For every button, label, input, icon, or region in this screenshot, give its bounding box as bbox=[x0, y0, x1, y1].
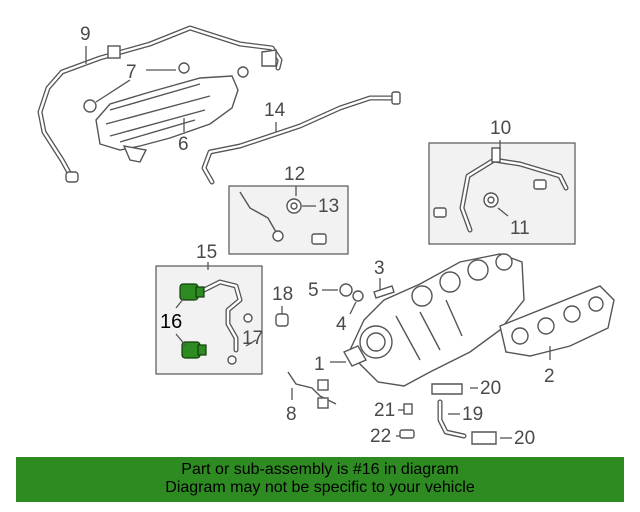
callout-14: 14 bbox=[264, 100, 286, 121]
gasket-part-20-lower bbox=[471, 431, 497, 445]
box-group-12 bbox=[228, 185, 349, 255]
stud-part-3 bbox=[373, 285, 395, 299]
leader-16-upper bbox=[175, 297, 185, 309]
callout-6: 6 bbox=[178, 134, 189, 155]
turbocharger-part-1 bbox=[343, 253, 525, 387]
callout-18: 18 bbox=[272, 284, 293, 305]
callout-13: 13 bbox=[318, 196, 339, 217]
parts-diagram: 9 7 6 14 12 13 10 11 15 16 17 18 5 4 3 1… bbox=[37, 24, 615, 449]
callout-1: 1 bbox=[314, 354, 325, 375]
callout-10: 10 bbox=[490, 118, 511, 139]
heat-shield-part-6 bbox=[83, 62, 239, 163]
pipe-part-19 bbox=[437, 399, 467, 439]
tube-part-14 bbox=[201, 91, 401, 185]
leader-16-lower bbox=[175, 333, 187, 347]
washer-part-4 bbox=[352, 290, 364, 302]
callout-7: 7 bbox=[126, 62, 137, 83]
callout-3: 3 bbox=[374, 258, 385, 279]
callout-4: 4 bbox=[336, 314, 347, 335]
bolt-part-18 bbox=[275, 313, 289, 327]
callout-11: 11 bbox=[510, 218, 530, 239]
gasket-part-20-upper bbox=[431, 383, 463, 395]
vacuum-line-part-9 bbox=[37, 25, 283, 183]
banjo-bolt-lower-part-16 bbox=[181, 341, 207, 359]
banner-line-1: Part or sub-assembly is #16 in diagram bbox=[181, 461, 459, 478]
callout-8: 8 bbox=[286, 404, 297, 425]
pipe-part-10 bbox=[433, 147, 569, 233]
callout-19: 19 bbox=[462, 404, 483, 425]
callout-17: 17 bbox=[242, 328, 263, 349]
banner-line-2: Diagram may not be specific to your vehi… bbox=[165, 479, 475, 496]
callout-22: 22 bbox=[370, 426, 391, 447]
banjo-bolt-upper-part-16 bbox=[179, 283, 205, 301]
pipe-part-8 bbox=[287, 371, 337, 409]
bolt-part-22 bbox=[399, 429, 415, 439]
oil-line-part-15 bbox=[201, 279, 253, 365]
callout-2: 2 bbox=[544, 366, 555, 387]
callout-5: 5 bbox=[308, 280, 319, 301]
callout-20-lower: 20 bbox=[514, 428, 535, 449]
callout-16: 16 bbox=[160, 311, 182, 333]
nut-part-5 bbox=[339, 283, 353, 297]
callout-9: 9 bbox=[80, 24, 91, 45]
bolt-part-21 bbox=[403, 403, 413, 415]
callout-12: 12 bbox=[284, 164, 305, 185]
box-group-10 bbox=[428, 142, 576, 245]
callout-15: 15 bbox=[196, 242, 217, 263]
callout-20-upper: 20 bbox=[480, 378, 501, 399]
gasket-part-2 bbox=[499, 285, 615, 357]
callout-21: 21 bbox=[374, 400, 395, 421]
notice-banner: Part or sub-assembly is #16 in diagram D… bbox=[16, 457, 624, 502]
pipe-part-12 bbox=[239, 191, 327, 245]
